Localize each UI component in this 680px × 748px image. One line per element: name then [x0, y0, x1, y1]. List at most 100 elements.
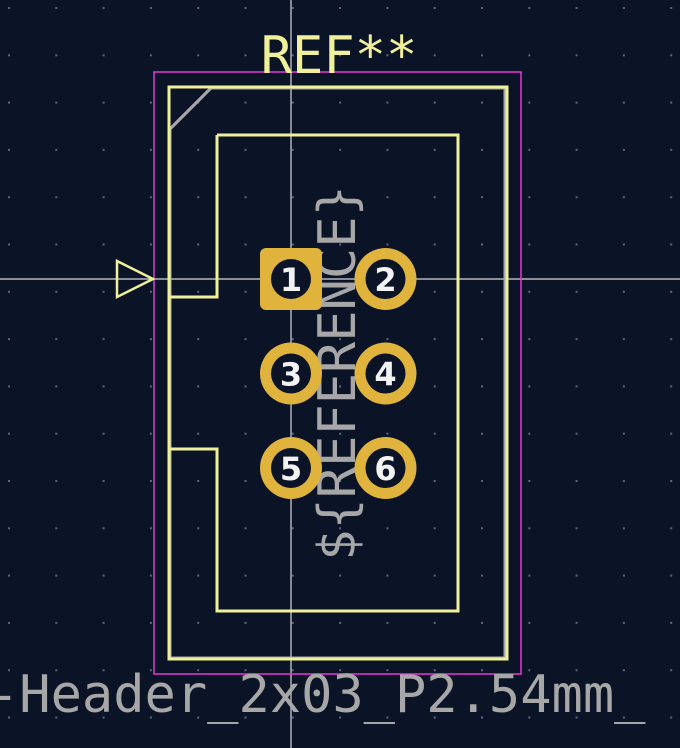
grid-dot [433, 148, 436, 151]
grid-dot [575, 385, 578, 388]
footprint-value-text[interactable]: -Header_2x03_P2.54mm_ [0, 665, 646, 725]
grid-dot [481, 243, 483, 246]
pad-drill-hole [365, 259, 406, 299]
grid-dot [575, 480, 578, 482]
grid-dot [481, 621, 483, 624]
grid-dot [670, 148, 673, 151]
grid-dot [55, 621, 58, 624]
grid-dot [670, 716, 673, 719]
grid-dot [481, 716, 483, 719]
grid-dot [197, 290, 200, 293]
grid-dot [149, 669, 152, 672]
grid-dot [291, 243, 294, 246]
pad-number-label: 3 [280, 356, 302, 394]
grid-dot [291, 54, 294, 57]
grid-dot [386, 243, 389, 246]
grid-dot [8, 243, 10, 246]
grid-dot [433, 290, 436, 293]
fab-pin1-chamfer [168, 86, 213, 131]
grid-dot [102, 338, 105, 341]
grid-dot [528, 621, 531, 624]
pad-4[interactable]: 4 [354, 342, 417, 405]
grid-dot [149, 621, 152, 624]
grid-dot [102, 243, 105, 246]
grid-dot [386, 621, 389, 624]
grid-dot [149, 716, 152, 719]
grid-dot [575, 101, 578, 104]
grid-dot [622, 7, 625, 9]
grid-dot [102, 432, 105, 435]
grid-dot [339, 54, 342, 57]
grid-dot [197, 243, 200, 246]
grid-dot [149, 101, 152, 104]
grid-dot [102, 148, 105, 151]
grid-dot [102, 54, 105, 57]
grid-dot [149, 148, 152, 151]
grid-dot [433, 338, 436, 341]
grid-dot [244, 385, 247, 388]
grid-dot [244, 432, 247, 435]
grid-dot [55, 338, 58, 341]
grid-dot [149, 527, 152, 530]
silkscreen-outline[interactable] [115, 85, 509, 661]
grid-dot [670, 290, 673, 293]
grid-dot [8, 101, 10, 104]
grid-dot [386, 338, 389, 341]
grid-dot [149, 54, 152, 57]
grid-dot [55, 243, 58, 246]
grid-dot [244, 480, 247, 482]
grid-dot [244, 148, 247, 151]
pad-1[interactable]: 1 [260, 248, 322, 310]
grid-dot [433, 621, 436, 624]
grid-dot [528, 669, 531, 672]
grid-dot [528, 148, 531, 151]
grid-dot [55, 527, 58, 530]
pad-2[interactable]: 2 [354, 248, 417, 310]
pad-6[interactable]: 6 [354, 437, 417, 499]
pad-number-label: 6 [374, 450, 396, 488]
grid-dot [197, 385, 200, 388]
grid-dot [149, 338, 152, 341]
grid-dot [339, 480, 342, 482]
grid-dot [197, 527, 200, 530]
grid-dot [622, 480, 625, 482]
grid-dot [244, 7, 247, 9]
pin1-marker-triangle-icon [115, 258, 156, 300]
grid-dot [670, 385, 673, 388]
silk-inner-body [169, 133, 460, 613]
pad-drill-hole [365, 448, 406, 488]
grid-dot [481, 101, 483, 104]
grid-dot [622, 290, 625, 293]
grid-dot [291, 621, 294, 624]
grid-dot [197, 338, 200, 341]
grid-dot [670, 196, 673, 199]
grid-dot [670, 621, 673, 624]
grid-dot [8, 148, 10, 151]
grid-dot [291, 148, 294, 151]
grid-dot [622, 574, 625, 577]
grid-dot [55, 480, 58, 482]
grid-dot [102, 196, 105, 199]
grid-dot [102, 385, 105, 388]
reference-designator[interactable]: REF** [261, 26, 418, 86]
grid-dot [528, 54, 531, 57]
grid-dot [386, 716, 389, 719]
grid-dot [481, 338, 483, 341]
grid-dot [528, 574, 531, 577]
pad-3[interactable]: 3 [260, 342, 322, 405]
grid-dot [8, 385, 10, 388]
grid-dot [149, 290, 152, 293]
grid-dot [670, 669, 673, 672]
grid-dot [433, 669, 436, 672]
grid-dot [55, 148, 58, 151]
grid-dot [481, 385, 483, 388]
pad-5[interactable]: 5 [260, 437, 322, 499]
grid-dot [8, 54, 10, 57]
grid-dot [102, 290, 105, 293]
grid-dot [670, 527, 673, 530]
grid-dot [339, 574, 342, 577]
courtyard-outline[interactable] [153, 71, 522, 675]
grid-dot [481, 432, 483, 435]
grid-dot [670, 432, 673, 435]
